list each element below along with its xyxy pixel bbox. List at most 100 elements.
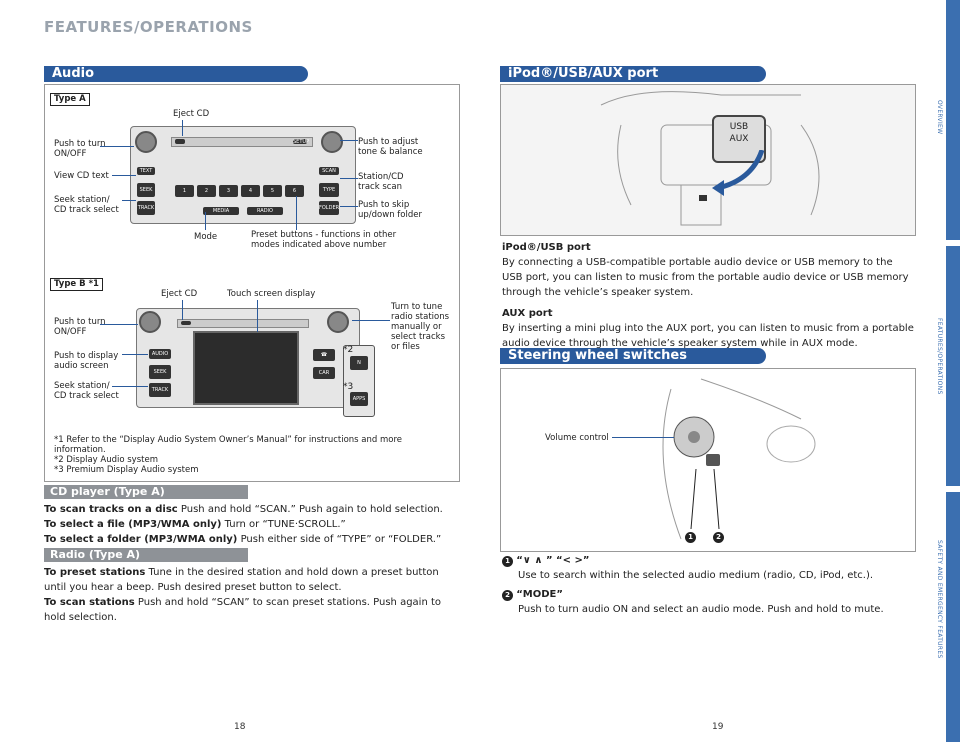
leader-line bbox=[340, 206, 358, 207]
type-a-seek-button[interactable]: SEEK bbox=[137, 183, 155, 197]
type-a-type-button[interactable]: TYPE bbox=[319, 183, 339, 197]
preset-button[interactable]: 1 bbox=[175, 185, 194, 197]
radio-line: To scan stations Push and hold “SCAN” to… bbox=[44, 597, 442, 623]
preset-button[interactable]: 6 bbox=[285, 185, 304, 197]
callout-2: 2 bbox=[713, 532, 724, 543]
type-b-push-turn-label: Push to turn ON/OFF bbox=[54, 317, 106, 337]
audio-figure-box bbox=[44, 84, 460, 482]
leader-line bbox=[182, 300, 183, 320]
type-b-nav-button[interactable]: N bbox=[350, 356, 368, 370]
leader-line bbox=[257, 300, 258, 332]
preset-button[interactable]: 5 bbox=[263, 185, 282, 197]
side-tab-overview[interactable] bbox=[946, 0, 960, 240]
ipod-text: iPod®/USB port By connecting a USB-compa… bbox=[502, 240, 914, 351]
item-2-text: Push to turn audio ON and select an audi… bbox=[518, 604, 884, 615]
side-label-safety: SAFETY AND EMERGENCY FEATURES bbox=[936, 540, 943, 659]
page-number-right: 19 bbox=[712, 722, 724, 732]
item-2-title: “MODE” bbox=[516, 589, 563, 600]
preset-button[interactable]: 2 bbox=[197, 185, 216, 197]
leader-line bbox=[122, 200, 136, 201]
footnote-2: *2 Display Audio system bbox=[54, 455, 158, 465]
type-b-touch-screen[interactable] bbox=[193, 331, 299, 405]
type-a-text-button[interactable]: TEXT bbox=[137, 167, 155, 175]
type-b-power-knob[interactable] bbox=[139, 311, 161, 333]
item-1-title: “∨ ∧ ” “< >” bbox=[516, 555, 590, 566]
steering-wheel-illustration bbox=[662, 378, 816, 540]
type-b-badge: Type B *1 bbox=[50, 278, 103, 291]
type-b-display-label: Push to display audio screen bbox=[54, 351, 119, 371]
leader-line bbox=[340, 178, 358, 179]
leader-line bbox=[340, 140, 358, 141]
type-a-preset-row: 1 2 3 4 5 6 bbox=[175, 185, 305, 197]
audio-section-title: Audio bbox=[44, 66, 308, 82]
type-a-mode-label: Mode bbox=[194, 232, 218, 242]
dashboard-illustration bbox=[600, 91, 820, 226]
aux-text: By inserting a mini plug into the AUX po… bbox=[502, 323, 914, 349]
radio-title: Radio (Type A) bbox=[44, 548, 248, 562]
type-a-media-button[interactable]: MEDIA bbox=[203, 207, 239, 215]
leader-line bbox=[122, 354, 148, 355]
type-a-cd-slot bbox=[171, 137, 313, 147]
type-b-eject-label: Eject CD bbox=[161, 289, 198, 299]
type-a-scan-button[interactable]: SCAN bbox=[319, 167, 339, 175]
cd-line: To select a folder (MP3/WMA only) Push e… bbox=[44, 534, 442, 545]
type-b-touch-label: Touch screen display bbox=[227, 289, 316, 299]
type-b-seek-label: Seek station/ CD track select bbox=[54, 381, 119, 401]
type-a-tone-label: Push to adjust tone & balance bbox=[358, 137, 423, 157]
leader-line bbox=[182, 120, 183, 136]
type-b-phone-button[interactable]: ☎ bbox=[313, 349, 335, 361]
type-b-audio-button[interactable]: AUDIO bbox=[149, 349, 171, 359]
type-b-star3: *3 bbox=[343, 382, 354, 392]
item-1-number: 1 bbox=[502, 556, 513, 567]
side-tab-features[interactable] bbox=[946, 246, 960, 486]
type-b-eject-button[interactable] bbox=[181, 321, 191, 325]
type-a-tune-knob[interactable] bbox=[321, 131, 343, 153]
item-2-number: 2 bbox=[502, 590, 513, 601]
type-b-car-button[interactable]: CAR bbox=[313, 367, 335, 379]
type-a-station-label: Station/CD track scan bbox=[358, 172, 404, 192]
type-a-power-knob[interactable] bbox=[135, 131, 157, 153]
preset-button[interactable]: 4 bbox=[241, 185, 260, 197]
page-number-left: 18 bbox=[234, 722, 246, 732]
type-a-folder-button[interactable]: FOLDER bbox=[319, 201, 339, 215]
type-a-track-button[interactable]: TRACK bbox=[137, 201, 155, 215]
footnote-3: *3 Premium Display Audio system bbox=[54, 465, 199, 475]
type-b-track-button[interactable]: TRACK bbox=[149, 383, 171, 397]
type-b-tune-knob[interactable] bbox=[327, 311, 349, 333]
type-a-view-cd-label: View CD text bbox=[54, 171, 109, 181]
type-b-inset: N APPS bbox=[343, 345, 375, 417]
side-label-features: FEATURES/OPERATIONS bbox=[936, 318, 943, 395]
usb-port-label: USB bbox=[729, 122, 749, 132]
radio-text: To preset stations Tune in the desired s… bbox=[44, 565, 464, 625]
type-b-seek-button[interactable]: SEEK bbox=[149, 365, 171, 379]
ipod-section-title: iPod®/USB/AUX port bbox=[500, 66, 766, 82]
type-a-seek-label: Seek station/ CD track select bbox=[54, 195, 119, 215]
preset-button[interactable]: 3 bbox=[219, 185, 238, 197]
leader-line bbox=[296, 196, 297, 230]
side-tab-safety[interactable] bbox=[946, 492, 960, 742]
type-b-radio-unit: AUDIO SEEK TRACK ☎ CAR bbox=[136, 308, 360, 408]
aux-heading: AUX port bbox=[502, 308, 553, 319]
leader-line bbox=[112, 386, 148, 387]
type-a-preset-label: Preset buttons - functions in other mode… bbox=[251, 230, 397, 250]
usb-aux-callout: USB AUX bbox=[712, 115, 766, 163]
side-label-overview: OVERVIEW bbox=[936, 100, 943, 135]
leader-line bbox=[100, 324, 138, 325]
type-b-apps-button[interactable]: APPS bbox=[350, 392, 368, 406]
leader-line bbox=[205, 212, 206, 230]
leader-line bbox=[612, 437, 674, 438]
type-a-radio-button[interactable]: RADIO bbox=[247, 207, 283, 215]
callout-1: 1 bbox=[685, 532, 696, 543]
type-b-star2: *2 bbox=[343, 345, 354, 355]
type-a-skip-label: Push to skip up/down folder bbox=[358, 200, 422, 220]
ipod-port-heading: iPod®/USB port bbox=[502, 242, 591, 253]
callout-arrow bbox=[712, 150, 765, 196]
type-a-eject-button[interactable] bbox=[175, 139, 185, 144]
type-b-cd-slot bbox=[177, 319, 309, 328]
aux-port-label: AUX bbox=[729, 134, 749, 144]
type-a-setup-button[interactable]: SETUP bbox=[293, 139, 310, 145]
volume-control-label: Volume control bbox=[545, 433, 609, 443]
type-a-eject-label: Eject CD bbox=[173, 109, 210, 119]
item-1-text: Use to search within the selected audio … bbox=[518, 570, 874, 581]
leader-line bbox=[100, 146, 134, 147]
